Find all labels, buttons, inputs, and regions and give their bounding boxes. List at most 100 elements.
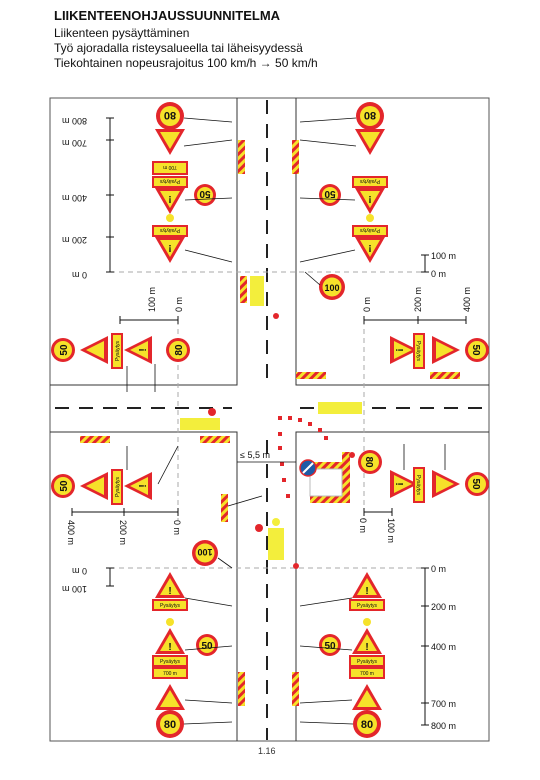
barrier-board	[292, 672, 299, 706]
sign-leader-lines	[183, 597, 354, 725]
svg-text:80: 80	[164, 719, 176, 731]
page-title: LIIKENTEENOHJAUSSUUNNITELMA	[54, 8, 281, 23]
svg-text:Pysäytys: Pysäytys	[115, 477, 121, 498]
stop-warning-sign: Pysäytys !	[152, 225, 188, 263]
roadworks-warning-sign	[432, 470, 460, 498]
scale-label: 0 m	[174, 297, 184, 312]
scale-label: 800 m	[62, 116, 87, 126]
scale-label: 0 m	[72, 566, 87, 576]
svg-text:Pysäytys: Pysäytys	[357, 603, 378, 609]
barrier-board	[200, 436, 230, 443]
description-line-2: Työ ajoradalla risteysalueella tai lähei…	[54, 41, 303, 55]
stop-warning-sign: Pysäytys !	[352, 176, 388, 214]
svg-text:100: 100	[324, 283, 339, 293]
svg-text:Pysäytys: Pysäytys	[160, 227, 181, 233]
sign-leader-lines	[126, 364, 156, 392]
traffic-cone-icon	[273, 313, 279, 319]
roadworks-warning-sign	[80, 336, 108, 364]
keep-left-blue-sign-icon	[299, 459, 317, 477]
worker-figure-icon	[255, 518, 284, 560]
diagram-frame	[49, 97, 490, 742]
scale-label: 100 m	[431, 251, 456, 261]
stop-warning-sign: Pysäytys !	[111, 469, 152, 505]
distance-plate: 700 m	[349, 667, 385, 679]
roadworks-warning-sign	[80, 472, 108, 500]
page-subtitle: Liikenteen pysäyttäminen	[54, 26, 190, 40]
speed-limit-80-sign: 80	[358, 450, 382, 474]
svg-text:!: !	[368, 242, 371, 253]
stop-warning-sign: Pysäytys !	[111, 333, 152, 369]
svg-text:Pysäytys: Pysäytys	[160, 659, 181, 665]
svg-text:!: !	[365, 586, 368, 597]
svg-text:700 m: 700 m	[163, 164, 177, 170]
svg-text:Pysäytys: Pysäytys	[160, 178, 181, 184]
description-line-3: Tiekohtainen nopeusrajoitus 100 km/h → 5…	[54, 56, 318, 70]
scale-label: 0 m	[431, 564, 446, 574]
svg-text:!: !	[393, 348, 404, 351]
zero-reference-lines	[110, 271, 425, 569]
stop-warning-sign: Pysäytys !	[152, 176, 188, 214]
scale-label: 200 m	[62, 235, 87, 245]
svg-text:Pysäytys: Pysäytys	[115, 341, 121, 362]
worker-figure-icon	[250, 276, 264, 306]
svg-text:!: !	[168, 642, 171, 653]
svg-text:Pysäytys: Pysäytys	[160, 603, 181, 609]
svg-text:50: 50	[324, 188, 336, 199]
warning-light-icon	[366, 214, 374, 222]
scale-ticks-top-left	[106, 117, 114, 273]
distance-plate: 700 m	[152, 161, 188, 175]
traffic-cone-row	[278, 416, 328, 498]
barrier-board	[296, 372, 326, 379]
traffic-cone-icon	[349, 452, 355, 458]
speed-limit-100-sign: 100	[319, 274, 345, 300]
speed-limit-50-sign: 50	[465, 338, 489, 362]
warning-light-icon	[166, 214, 174, 222]
svg-text:80: 80	[361, 719, 373, 731]
svg-text:Pysäytys: Pysäytys	[357, 659, 378, 665]
scale-label: 100 m	[147, 287, 157, 312]
svg-text:50: 50	[59, 344, 70, 356]
svg-text:!: !	[138, 484, 149, 487]
scale-label: 400 m	[462, 287, 472, 312]
scale-label: 0 m	[72, 270, 87, 280]
svg-text:Pysäytys: Pysäytys	[415, 475, 421, 496]
scale-label: 0 m	[431, 269, 446, 279]
speed-limit-80-sign: 80	[356, 102, 384, 130]
speed-limit-80-sign: 80	[156, 102, 184, 130]
stop-warning-sign: ! Pysäytys	[390, 333, 425, 369]
sign-leader-lines	[403, 444, 446, 470]
warning-light-icon	[363, 618, 371, 626]
svg-text:!: !	[168, 586, 171, 597]
stop-warning-sign: ! Pysäytys	[349, 628, 385, 667]
scale-label: 400 m	[66, 520, 76, 545]
barrier-board	[240, 276, 247, 303]
worker-figure-icon	[180, 408, 220, 430]
svg-text:!: !	[168, 193, 171, 204]
scale-label: 700 m	[431, 699, 456, 709]
speed-limit-80-sign: 80	[156, 710, 184, 738]
warning-light-icon	[166, 618, 174, 626]
svg-text:50: 50	[324, 641, 336, 652]
barrier-board	[310, 496, 350, 503]
svg-text:80: 80	[164, 109, 176, 121]
svg-text:!: !	[368, 193, 371, 204]
speed-limit-50-sign: 50	[51, 338, 75, 362]
scale-label: 400 m	[62, 193, 87, 203]
scale-label: 100 m	[386, 518, 396, 543]
scale-label: 400 m	[431, 642, 456, 652]
scale-label: 0 m	[362, 297, 372, 312]
svg-text:80: 80	[363, 456, 374, 468]
roadworks-warning-sign	[355, 129, 385, 155]
road-centerline	[55, 100, 485, 740]
svg-text:80: 80	[364, 109, 376, 121]
svg-text:50: 50	[470, 344, 481, 356]
scale-label: 200 m	[118, 520, 128, 545]
scale-label: 0 m	[172, 520, 182, 535]
svg-text:50: 50	[201, 641, 213, 652]
svg-text:80: 80	[174, 344, 185, 356]
scale-label: 700 m	[62, 138, 87, 148]
svg-text:Pysäytys: Pysäytys	[360, 178, 381, 184]
barrier-board	[292, 140, 299, 174]
speed-limit-50-sign: 50	[196, 634, 218, 656]
